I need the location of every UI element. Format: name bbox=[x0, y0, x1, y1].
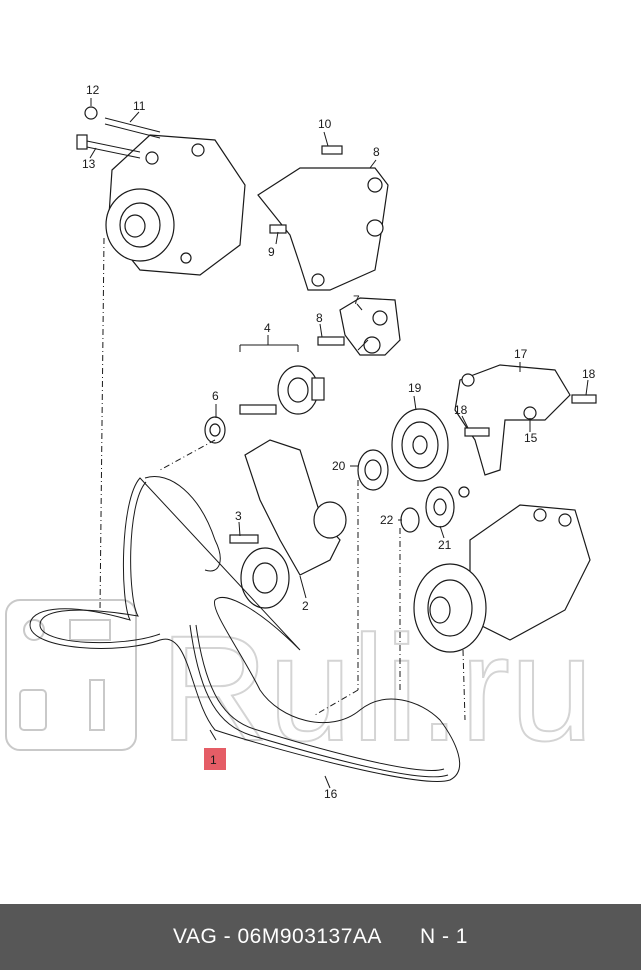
callout-leaders bbox=[89, 98, 589, 789]
callout-10: 9 bbox=[268, 245, 275, 259]
pulley-20 bbox=[357, 449, 389, 491]
bolt-11 bbox=[321, 145, 343, 155]
part-number: VAG - 06M903137AA bbox=[173, 925, 382, 948]
alignment-lines bbox=[99, 237, 466, 721]
diagram-position: N - 1 bbox=[419, 925, 468, 948]
ribbed-belt bbox=[29, 476, 461, 782]
watermark-shock-icon bbox=[89, 679, 105, 731]
callout-18-right: 18 bbox=[582, 367, 596, 381]
callout-18-left: 18 bbox=[454, 403, 468, 417]
callout-20: 20 bbox=[332, 459, 346, 473]
callout-15: 15 bbox=[524, 431, 538, 445]
callout-12: 11 bbox=[133, 99, 146, 113]
alternator-bolts bbox=[76, 106, 161, 159]
callout-3: 3 bbox=[235, 509, 242, 523]
callout-14: 13 bbox=[82, 157, 96, 171]
callout-7: 7 bbox=[353, 293, 360, 307]
callout-labels: 12 11 13 10 8 9 7 8 4 6 3 2 17 18 18 15 … bbox=[82, 83, 596, 801]
pulley-21 bbox=[425, 486, 470, 528]
highlight-box bbox=[204, 748, 226, 770]
idler-pulley-19 bbox=[391, 408, 449, 482]
bracket bbox=[257, 167, 389, 291]
callout-19: 19 bbox=[408, 381, 422, 395]
callout-21: 21 bbox=[438, 538, 452, 552]
tensioner-bracket bbox=[317, 297, 401, 356]
callout-11: 10 bbox=[318, 117, 332, 131]
footer-gap bbox=[382, 925, 420, 949]
callout-16: 16 bbox=[324, 787, 338, 801]
watermark-logo-box bbox=[5, 599, 137, 751]
compressor-bracket bbox=[454, 364, 597, 476]
watermark-battery-icon bbox=[69, 619, 111, 641]
watermark-oil-icon bbox=[19, 689, 47, 731]
callout-17: 17 bbox=[514, 347, 528, 361]
callout-1: 1 bbox=[210, 753, 217, 767]
callout-9: 8 bbox=[373, 145, 380, 159]
callout-13: 12 bbox=[86, 83, 100, 97]
callout-8: 8 bbox=[316, 311, 323, 325]
part-number-footer: VAG - 06M903137AA N - 1 bbox=[0, 904, 641, 970]
callout-4: 4 bbox=[264, 321, 271, 335]
watermark-gear-icon bbox=[23, 619, 45, 641]
ac-compressor bbox=[413, 504, 591, 653]
washer-22 bbox=[400, 507, 420, 533]
belt-tensioner bbox=[229, 439, 347, 609]
idler-pulley-4 bbox=[239, 344, 325, 415]
callout-2: 2 bbox=[302, 599, 309, 613]
exploded-parts-diagram: Ruli.ru bbox=[5, 83, 597, 801]
callout-22: 22 bbox=[380, 513, 394, 527]
callout-6: 6 bbox=[212, 389, 219, 403]
callout-1-highlight[interactable]: 1 bbox=[204, 748, 226, 770]
alternator bbox=[105, 134, 246, 276]
bolt-10 bbox=[269, 224, 287, 234]
